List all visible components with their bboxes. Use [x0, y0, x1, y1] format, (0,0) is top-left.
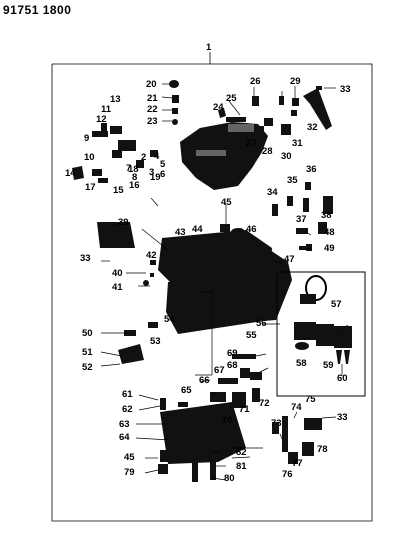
callout-40: 40	[112, 268, 123, 279]
callout-8: 8	[132, 172, 137, 183]
callout-29: 29	[290, 76, 301, 87]
callout-62: 62	[122, 404, 133, 415]
callout-11: 11	[101, 104, 112, 115]
callout-78: 78	[317, 444, 328, 455]
callout-63: 63	[119, 419, 130, 430]
callout-54: 54	[164, 314, 175, 325]
callout-14: 14	[65, 168, 76, 179]
left-small-parts	[72, 123, 158, 183]
callout-13: 13	[110, 94, 121, 105]
callout-6: 6	[160, 169, 165, 180]
right-small-parts	[97, 182, 333, 251]
callout-4: 4	[154, 151, 160, 162]
callout-25: 25	[226, 93, 237, 104]
callout-77: 77	[292, 458, 303, 469]
callout-24: 24	[213, 102, 224, 113]
callout-50: 50	[82, 328, 93, 339]
callout-33: 33	[340, 84, 351, 95]
callout-66: 66	[199, 375, 210, 386]
assembly-bracket	[51, 52, 373, 522]
callout-47: 47	[284, 254, 295, 265]
callout-15: 15	[113, 185, 124, 196]
callout-53: 53	[150, 336, 161, 347]
callout-75: 75	[305, 394, 316, 405]
catalog-number: 91751 1800	[3, 3, 72, 17]
callout-41: 41	[112, 282, 123, 293]
callout-26: 26	[250, 76, 261, 87]
callout-28: 28	[262, 146, 273, 157]
upper-small-parts	[169, 80, 332, 136]
callout-44: 44	[192, 224, 203, 235]
lower-valve-parts	[158, 354, 322, 482]
callout-36: 36	[306, 164, 317, 175]
callout-7: 7	[126, 163, 131, 174]
callout-45: 45	[221, 197, 232, 208]
callout-10: 10	[84, 152, 95, 163]
callout-79: 79	[124, 467, 135, 478]
callout-55: 55	[246, 330, 257, 341]
callout-9: 9	[84, 133, 89, 144]
callout-57: 57	[331, 299, 342, 310]
callout-64: 64	[119, 432, 130, 443]
callout-73: 73	[271, 418, 282, 429]
callout-76: 76	[282, 469, 293, 480]
callout-2: 2	[141, 152, 146, 163]
main-valve-body	[118, 224, 308, 364]
callout-31: 31	[292, 138, 303, 149]
callout-46: 46	[246, 224, 257, 235]
callout-16: 16	[129, 180, 140, 191]
callout-81: 81	[236, 461, 247, 472]
callout-23: 23	[147, 116, 158, 127]
callout-19: 19	[150, 172, 161, 183]
callout-32: 32	[307, 122, 318, 133]
callout-22: 22	[147, 104, 158, 115]
callout-72: 72	[259, 398, 270, 409]
callout-51: 51	[82, 347, 93, 358]
callout-61: 61	[122, 389, 133, 400]
callout-3: 3	[149, 167, 154, 178]
callout-45-2: 45	[124, 452, 135, 463]
callout-56: 56	[256, 318, 267, 329]
callout-33-3: 33	[337, 412, 348, 423]
callout-38: 38	[321, 210, 332, 221]
callout-34: 34	[267, 187, 278, 198]
callout-43: 43	[175, 227, 186, 238]
callout-39: 39	[118, 217, 129, 228]
callout-17: 17	[85, 182, 96, 193]
callout-60: 60	[337, 373, 348, 384]
callout-80: 80	[224, 473, 235, 484]
callout-82: 82	[236, 447, 247, 458]
callout-18: 18	[128, 164, 139, 175]
callout-67: 67	[214, 365, 225, 376]
callout-48: 48	[324, 227, 335, 238]
callout-37: 37	[296, 214, 307, 225]
callout-52: 52	[82, 362, 93, 373]
callout-21: 21	[147, 93, 158, 104]
solenoid-inset	[276, 271, 366, 397]
callout-27: 27	[246, 138, 257, 149]
callout-35: 35	[287, 175, 298, 186]
callout-5: 5	[160, 159, 166, 170]
callout-71: 71	[239, 404, 250, 415]
callout-42: 42	[146, 250, 157, 261]
callout-30: 30	[281, 151, 292, 162]
callout-70: 70	[222, 415, 233, 426]
upper-valve-body	[180, 122, 268, 190]
callout-74: 74	[291, 402, 302, 413]
assembly-callout: 1	[206, 42, 212, 53]
callout-65: 65	[181, 385, 192, 396]
callout-49: 49	[324, 243, 335, 254]
callout-20: 20	[146, 79, 157, 90]
leader-lines	[100, 83, 349, 481]
callout-12: 12	[96, 114, 107, 125]
callout-59: 59	[323, 360, 334, 371]
callout-69: 69	[227, 348, 238, 359]
callout-68: 68	[227, 360, 238, 371]
callout-33-2: 33	[80, 253, 91, 264]
callout-58: 58	[296, 358, 307, 369]
